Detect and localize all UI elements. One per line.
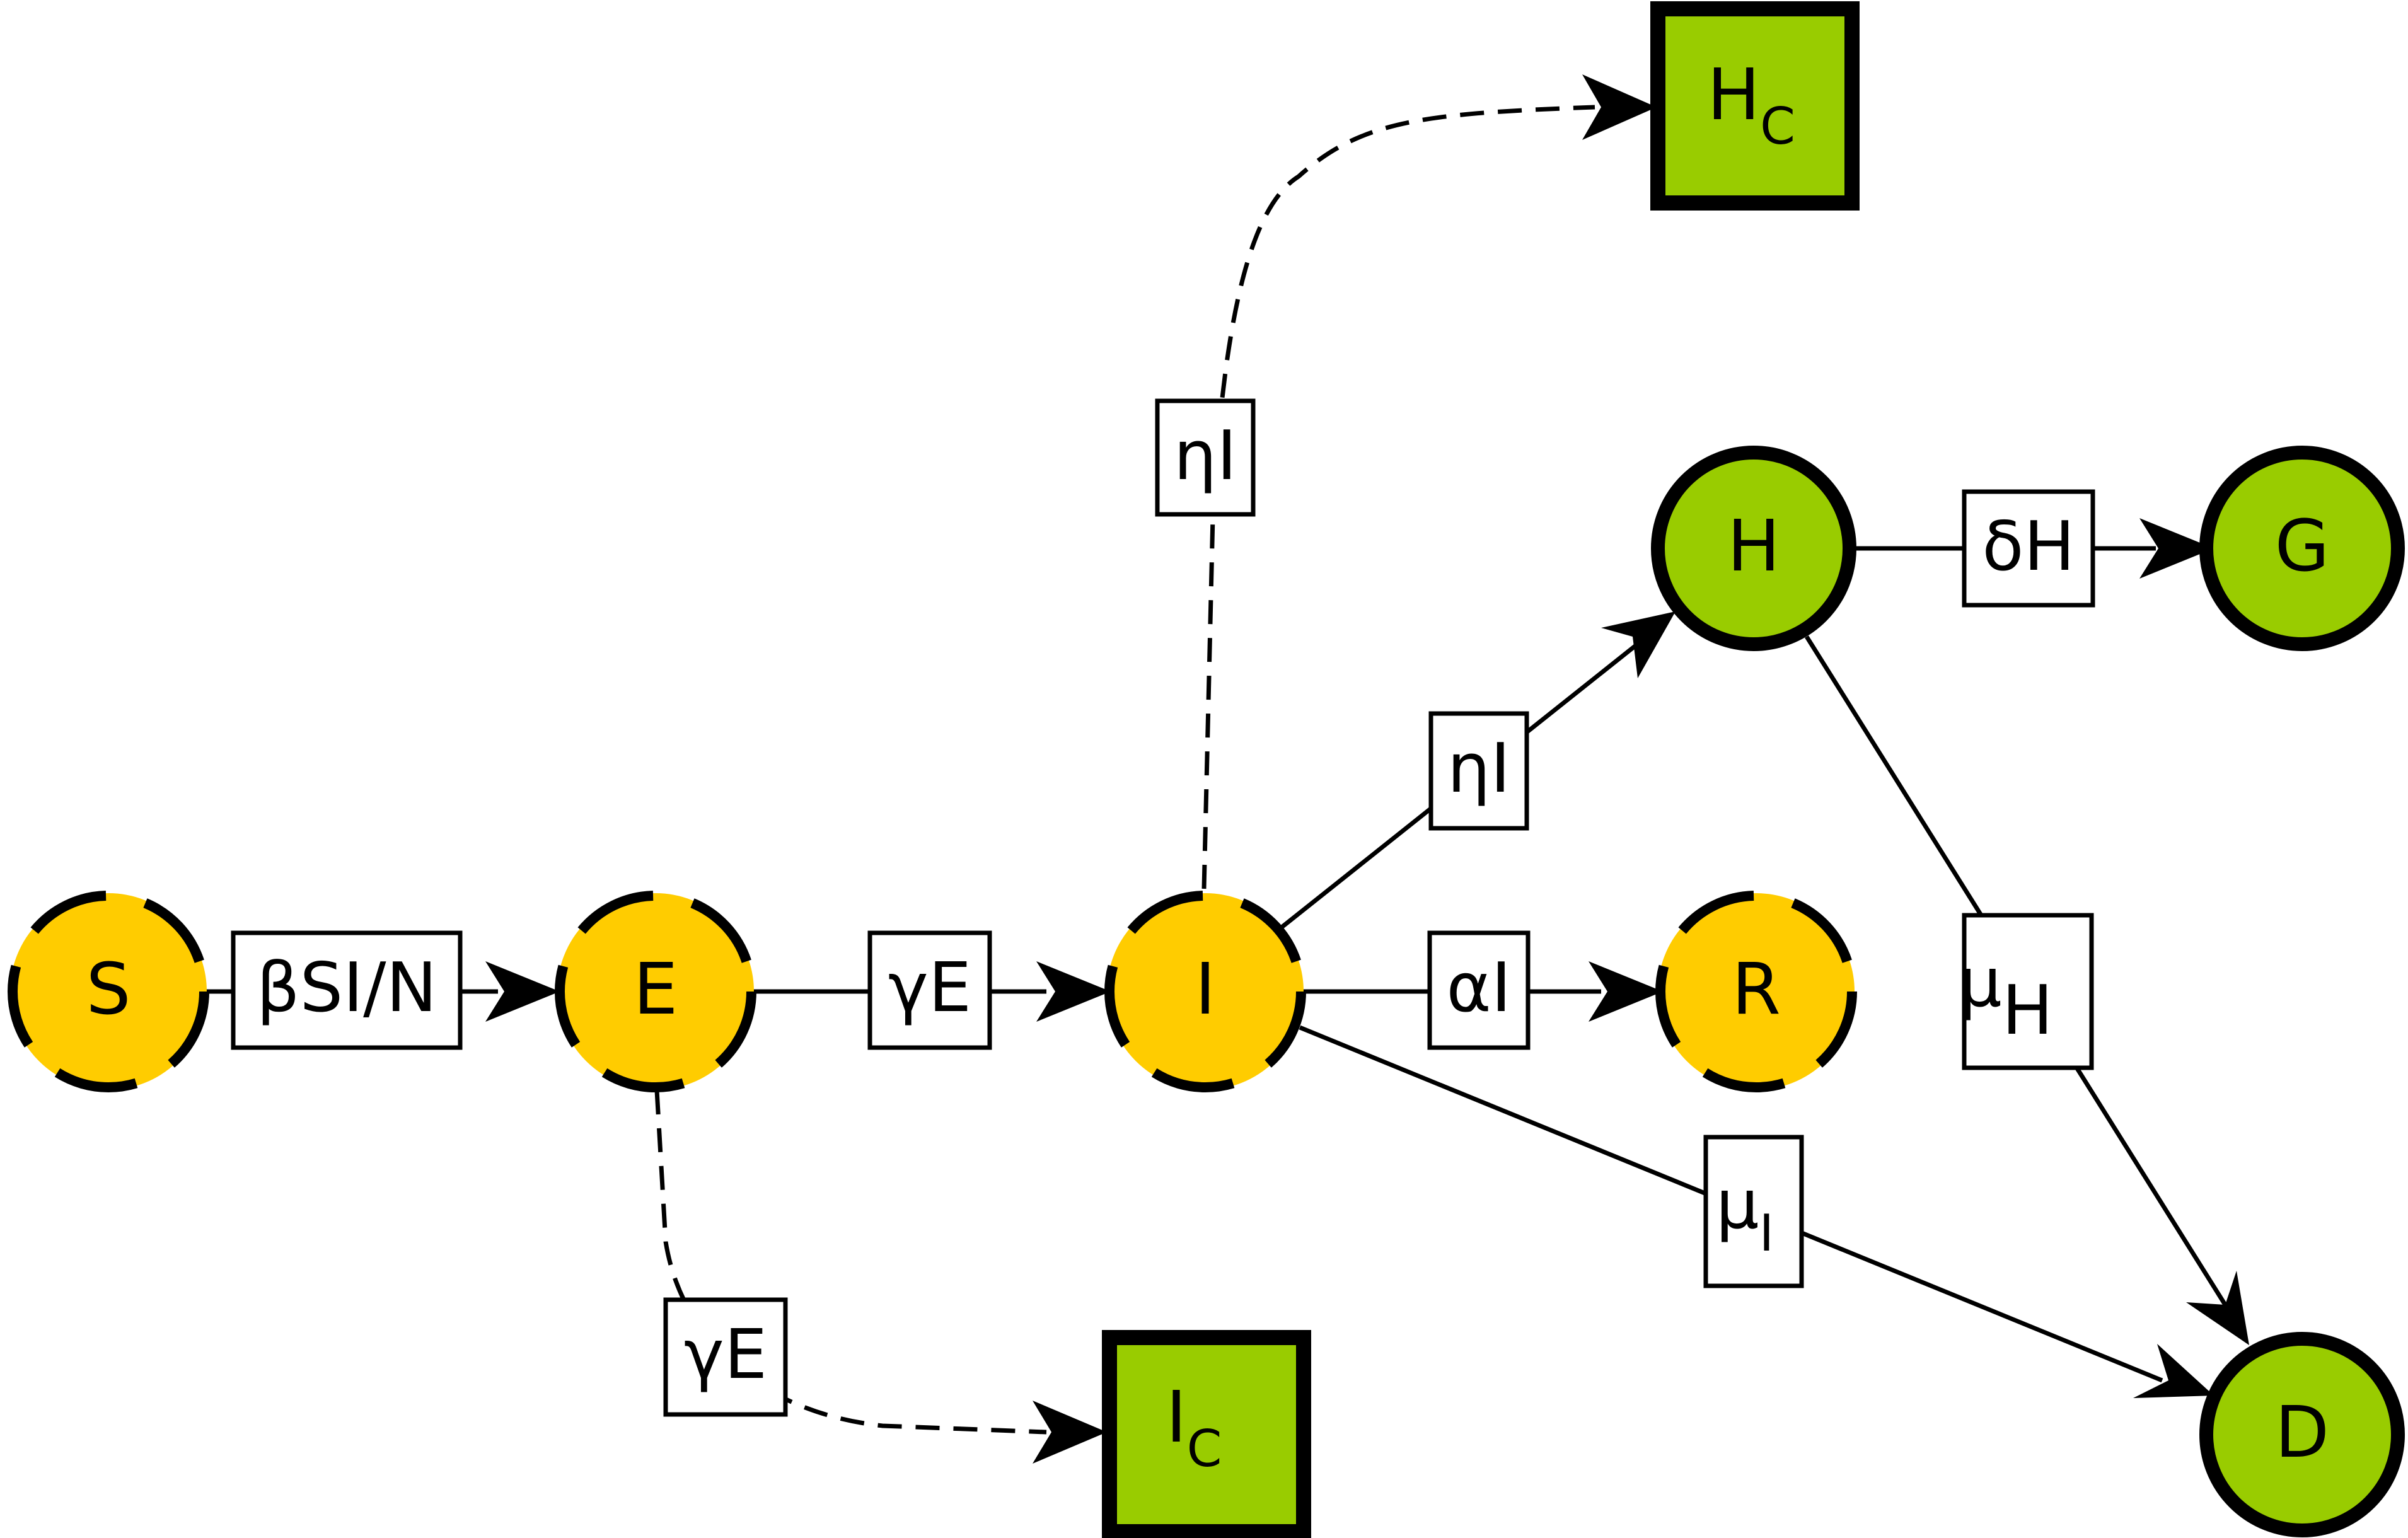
svg-text:HC: HC <box>1707 54 1795 156</box>
node-h: H <box>1651 446 1856 651</box>
edge-e-to-ic <box>654 1090 1047 1435</box>
label-h-to-d-text: μ <box>1959 944 2002 1022</box>
arrowhead-i-to-h <box>1601 611 1676 678</box>
edge-i-to-hc <box>1201 105 1595 889</box>
arrowhead-h-to-g <box>2139 518 2214 579</box>
label-s-to-e-text: βSI/N <box>257 949 437 1027</box>
node-hc-label: H <box>1707 54 1760 136</box>
node-s: S <box>8 891 209 1092</box>
node-hc: HC <box>1650 1 1860 211</box>
label-h-to-d-subscript: H <box>2002 971 2053 1050</box>
label-i-to-hc-text: ηI <box>1174 417 1237 495</box>
label-e-to-i-text: γE <box>888 949 971 1027</box>
node-s-label: S <box>86 949 130 1031</box>
label-i-to-r-text: αI <box>1446 949 1511 1027</box>
label-i-to-h-text: ηI <box>1447 729 1510 808</box>
arrowhead-s-to-e <box>485 961 560 1022</box>
node-i-label: I <box>1195 949 1215 1031</box>
svg-text:IC: IC <box>1166 1377 1222 1478</box>
node-i: I <box>1104 891 1306 1092</box>
label-h-to-g: δH <box>1962 489 2095 608</box>
label-i-to-d-subscript: I <box>1759 1204 1774 1263</box>
svg-text:μH: μH <box>1959 944 2053 1050</box>
arrowhead-h-to-d <box>2186 1271 2249 1345</box>
node-e: E <box>555 891 756 1092</box>
node-e-label: E <box>634 949 678 1031</box>
node-ic-label: I <box>1166 1377 1187 1459</box>
node-d-label: D <box>2275 1392 2329 1474</box>
label-e-to-ic: γE <box>663 1297 788 1417</box>
node-d: D <box>2199 1332 2405 1537</box>
label-h-to-g-text: δH <box>1982 507 2075 586</box>
label-i-to-d: μI <box>1703 1135 1804 1288</box>
node-ic: IC <box>1102 1330 1311 1538</box>
label-i-to-r: αI <box>1427 930 1531 1050</box>
node-g-label: G <box>2275 506 2330 587</box>
arrowhead-i-to-r <box>1589 961 1663 1022</box>
arrowhead-e-to-i <box>1036 961 1111 1022</box>
label-h-to-d: μH <box>1959 913 2094 1070</box>
svg-text:μI: μI <box>1716 1165 1774 1263</box>
node-hc-subscript: C <box>1760 97 1795 156</box>
node-g: G <box>2199 446 2405 651</box>
node-r: R <box>1655 891 1857 1092</box>
node-h-label: H <box>1727 506 1780 587</box>
node-ic-subscript: C <box>1187 1419 1222 1478</box>
label-e-to-i: γE <box>867 930 992 1050</box>
label-s-to-e: βSI/N <box>231 930 463 1050</box>
arrowhead-i-to-d <box>2133 1344 2214 1398</box>
arrowhead-i-to-hc <box>1582 74 1657 140</box>
label-i-to-d-text: μ <box>1716 1165 1759 1244</box>
node-r-label: R <box>1732 949 1781 1031</box>
arrowhead-e-to-ic <box>1033 1401 1107 1464</box>
label-i-to-h: ηI <box>1428 711 1529 831</box>
label-i-to-hc: ηI <box>1155 398 1256 517</box>
label-e-to-ic-text: γE <box>684 1315 767 1394</box>
